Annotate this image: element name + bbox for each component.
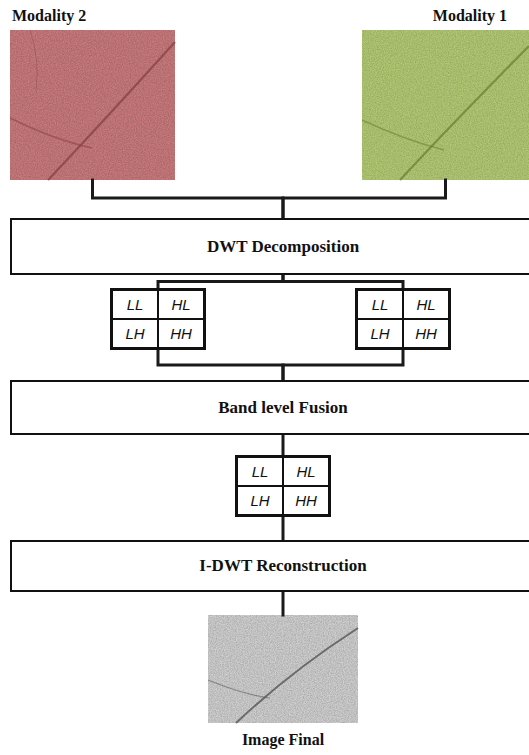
image-caption: Image Final	[208, 730, 358, 750]
subband-label: LL	[112, 290, 158, 319]
grey-texture	[208, 615, 358, 723]
subband-label: LH	[237, 486, 283, 515]
subband-label: LL	[237, 457, 283, 486]
image-heading: Modality 2	[10, 6, 175, 26]
image-area	[208, 615, 358, 723]
subband-label: HL	[158, 290, 204, 319]
grain	[208, 615, 358, 723]
connector-line	[283, 350, 403, 380]
image-node: Image Final	[208, 615, 358, 750]
grain	[10, 30, 175, 180]
image-node: Modality 2	[10, 6, 175, 180]
leaf-vein	[48, 42, 175, 180]
image-heading: Modality 1	[362, 6, 529, 26]
subband-label: HL	[403, 290, 449, 319]
box-label: Band level Fusion	[218, 398, 347, 418]
process-box: I-DWT Reconstruction	[10, 540, 529, 592]
connector-line	[282, 592, 285, 615]
leaf-vein	[10, 118, 92, 148]
connector-line	[158, 350, 283, 380]
subband-label: LH	[357, 319, 403, 348]
modality-2-image	[10, 30, 175, 180]
leaf-vein	[208, 680, 270, 698]
connector-line	[283, 180, 446, 218]
box-label: I-DWT Reconstruction	[199, 556, 366, 576]
leaf-vein	[30, 30, 37, 90]
modality-1-image	[362, 30, 529, 180]
connector-line	[158, 275, 283, 288]
final-image	[208, 615, 358, 723]
subband-label: LL	[357, 290, 403, 319]
connector-line	[93, 180, 284, 218]
subband-label: LH	[112, 319, 158, 348]
subband-label: HL	[283, 457, 329, 486]
leaf-vein	[400, 46, 529, 180]
subband-grid: LLHLLHHH	[110, 288, 206, 350]
red-texture	[10, 30, 175, 180]
green-texture	[362, 30, 529, 180]
leaf-vein	[362, 120, 444, 150]
leaf-vein	[236, 628, 358, 723]
subband-label: HH	[403, 319, 449, 348]
grain	[362, 30, 529, 180]
process-box: DWT Decomposition	[10, 218, 529, 275]
image-area	[10, 30, 175, 180]
subband-grid: LLHLLHHH	[235, 455, 331, 517]
image-area	[362, 30, 529, 180]
process-box: Band level Fusion	[10, 380, 529, 435]
subband-grid: LLHLLHHH	[355, 288, 451, 350]
connector-line	[282, 517, 285, 540]
connector-line	[283, 275, 403, 288]
image-node: Modality 1	[362, 6, 529, 180]
subband-label: HH	[283, 486, 329, 515]
connector-line	[282, 435, 285, 455]
box-label: DWT Decomposition	[207, 237, 359, 257]
subband-label: HH	[158, 319, 204, 348]
